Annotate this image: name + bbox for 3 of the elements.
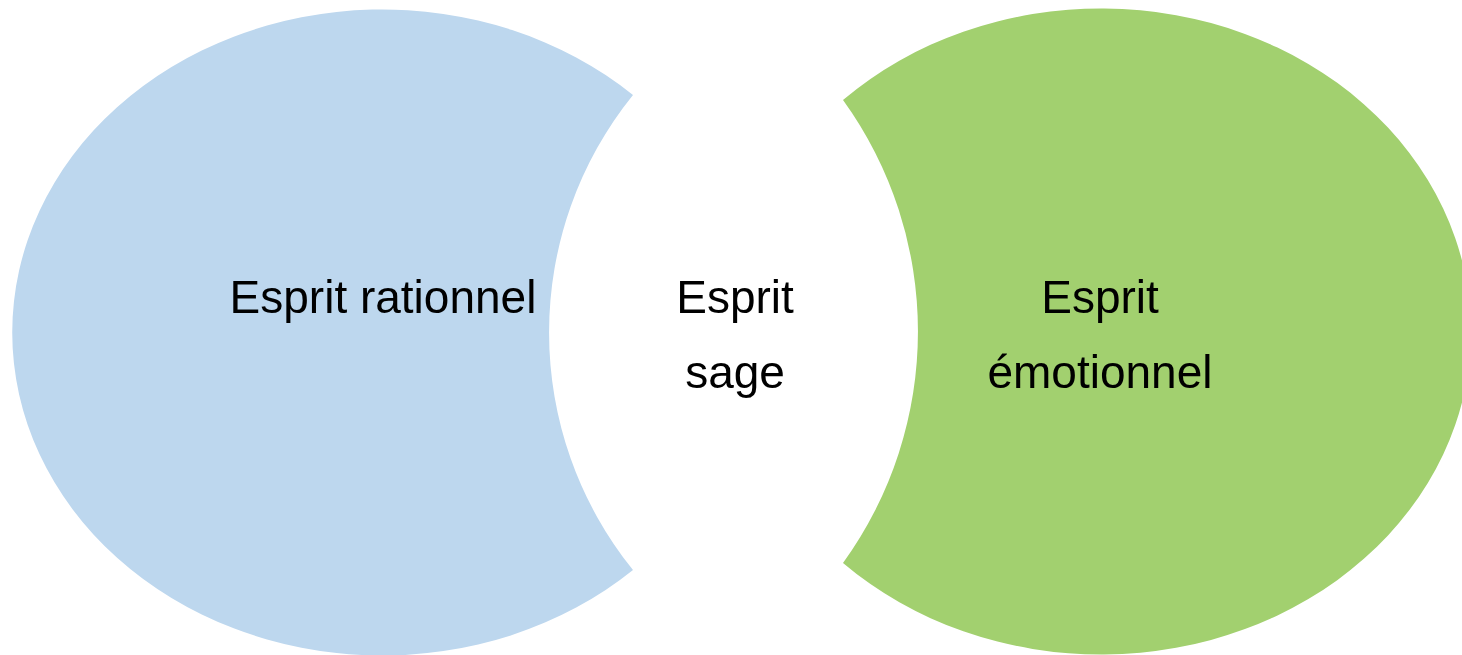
center-label: Esprit sage	[675, 270, 795, 400]
node-text: Esprit rationnel	[228, 270, 538, 325]
node-text: Esprit émotionnel	[986, 270, 1214, 400]
